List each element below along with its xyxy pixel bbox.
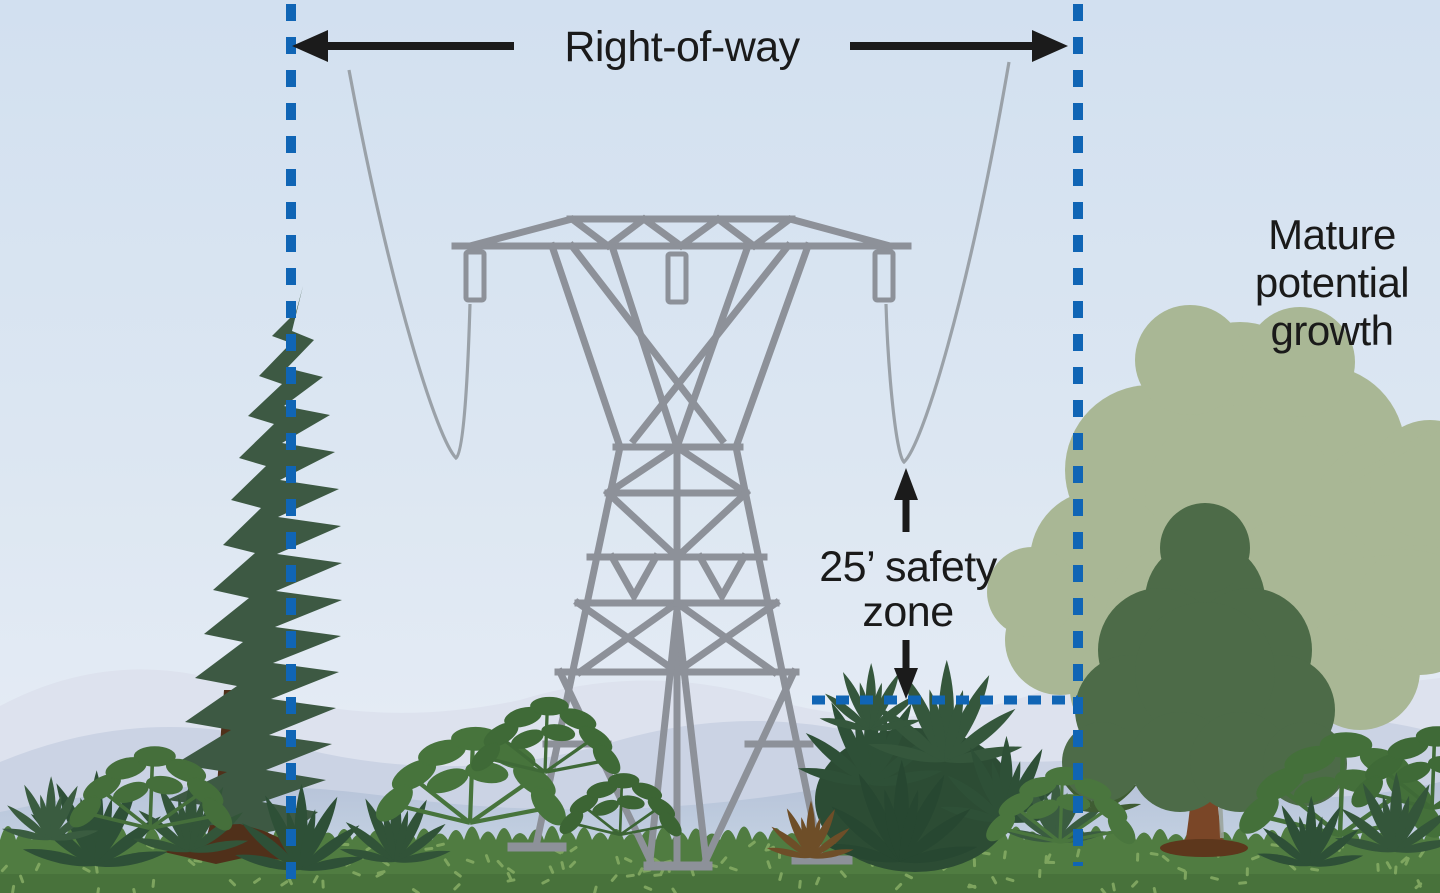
fern-thicket-safety-zone	[766, 660, 1142, 872]
mature-tree-branches	[1329, 425, 1439, 661]
power-lines	[347, 61, 1011, 465]
mature-growth-label-line2: potential	[1255, 259, 1409, 306]
conductor-wire-left	[347, 69, 472, 461]
grass-shadow	[0, 874, 1440, 893]
tower-lattice-body	[531, 241, 825, 866]
tower-insulators	[463, 249, 896, 305]
mature-growth-label-line3: growth	[1270, 307, 1393, 354]
conifer-tree	[164, 286, 342, 864]
arrowhead-left-icon	[292, 30, 328, 62]
safety-zone-arrow-down	[894, 640, 918, 699]
conductor-wire-right	[884, 61, 1011, 465]
arrowhead-right-icon	[1032, 30, 1068, 62]
safety-zone-label-line1: 25’ safety	[819, 543, 997, 591]
tower-crossarm	[451, 214, 912, 251]
insulator-left	[463, 249, 487, 303]
right-of-way-arrow-left	[292, 30, 514, 62]
mature-growth-label-line1: Mature	[1268, 211, 1396, 258]
arrowhead-up-icon	[894, 468, 918, 500]
transmission-tower	[451, 214, 912, 871]
insulator-right	[872, 249, 896, 303]
conifer-foliage	[167, 286, 342, 832]
safety-zone-label-line2: zone	[862, 588, 953, 636]
right-of-way-boundaries	[286, 4, 1083, 886]
right-of-way-arrow-right	[850, 30, 1068, 62]
insulator-center	[665, 251, 689, 305]
annotation-arrows	[292, 30, 1068, 699]
tower-footings	[507, 842, 853, 871]
safety-zone-arrow-up	[894, 468, 918, 532]
young-tree-root-mound	[1160, 839, 1248, 857]
right-of-way-label: Right-of-way	[564, 23, 800, 71]
annotation-labels: Right-of-way 25’ safety zone Mature pote…	[564, 23, 1409, 636]
arrowhead-down-icon	[894, 668, 918, 699]
